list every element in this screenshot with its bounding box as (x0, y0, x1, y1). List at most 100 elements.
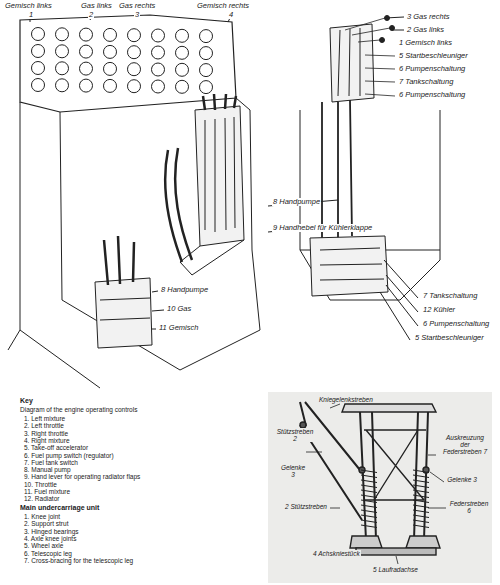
spring-coil (361, 470, 377, 473)
spring-coil (361, 520, 377, 523)
key-item: 8. Manual pump (24, 466, 71, 473)
key-item: 3. Hinged bearings (24, 528, 79, 535)
instrument-dial (104, 45, 117, 58)
drawing-stroke (330, 24, 374, 102)
instrument-dial (104, 28, 117, 41)
drawing-stroke (20, 15, 236, 112)
part-label: 10 Gas (166, 305, 192, 313)
key-item: 1. Left mixture (24, 415, 65, 422)
spring-coil (361, 505, 377, 508)
part-label: 6 Pumpenschaltung (398, 65, 466, 73)
spring-coil (361, 475, 377, 478)
part-label: 7 Tankschaltung (398, 78, 454, 86)
spring-coil (361, 495, 377, 498)
part-label: 5 Startbeschleuniger (414, 334, 485, 342)
part-label: Gemisch rechts (196, 2, 250, 10)
instrument-dial (200, 47, 213, 60)
spring-coil (361, 510, 377, 513)
spring-coil (413, 480, 429, 483)
part-label: 8 Handpumpe (272, 198, 321, 206)
instrument-dial (152, 63, 165, 76)
spring-coil (413, 505, 429, 508)
spring-coil (413, 490, 429, 493)
drawing-stroke (360, 412, 428, 540)
instrument-dial (200, 30, 213, 43)
photo-ground (268, 392, 492, 583)
instrument-dial (32, 28, 45, 41)
drawing-stroke (165, 148, 192, 262)
spring-coil (413, 500, 429, 503)
undercarriage-drawing (300, 402, 446, 564)
part-label: Gas rechts (118, 2, 156, 10)
instrument-dial (152, 80, 165, 93)
part-label: 4 (228, 11, 234, 19)
instrument-dial (80, 28, 93, 41)
figure-label: Gelenke 3 (444, 476, 480, 483)
part-label: 1 Gemisch links (398, 39, 453, 47)
drawing-stroke (203, 94, 236, 110)
figure-label: Gelenke 3 (278, 464, 308, 478)
key-item: 9. Hand lever for operating radiator fla… (24, 473, 140, 480)
spring-coil (413, 495, 429, 498)
instrument-dial (56, 62, 69, 75)
figure-label: Kniegelenkstreben (318, 396, 374, 403)
instrument-dial (152, 46, 165, 59)
instrument-dial (176, 80, 189, 93)
key-heading: Main undercarriage unit (20, 504, 99, 512)
figure-label: 2 Stützstreben (284, 503, 328, 510)
spring-coil (413, 485, 429, 488)
key-item: 5. Take-off accelerator (24, 444, 88, 451)
instrument-dial (176, 46, 189, 59)
instrument-dial (104, 79, 117, 92)
spring-coil (413, 520, 429, 523)
figure-label: Federstreben 6 (448, 500, 490, 514)
key-item: 1. Knee joint (24, 513, 60, 520)
instrument-dial (104, 62, 117, 75)
part-label: 6 Pumpenschaltung (422, 320, 490, 328)
instrument-dial (128, 63, 141, 76)
drawing-stroke (195, 106, 244, 246)
instrument-dial (32, 45, 45, 58)
instrument-dial (32, 62, 45, 75)
instrument-dial (128, 46, 141, 59)
instrument-dial (32, 79, 45, 92)
key-item: 12. Radiator (24, 495, 59, 502)
part-label: 3 Gas rechts (406, 13, 451, 21)
instrument-dial (200, 81, 213, 94)
cockpit-drawing (8, 15, 260, 388)
figure-label: 4 Achskniestück (312, 550, 361, 557)
instrument-dial (56, 28, 69, 41)
drawing-stroke (32, 28, 213, 94)
part-label: 11 Gemisch (158, 324, 199, 332)
part-label: 8 Handpumpe (160, 286, 209, 294)
instrument-dial (56, 79, 69, 92)
spring-coil (361, 485, 377, 488)
instrument-dial (80, 45, 93, 58)
key-item: 6. Fuel pump switch (regulator) (24, 452, 114, 459)
drawing-stroke (356, 548, 436, 555)
drawing-stroke (350, 536, 440, 548)
drawing-stroke (380, 38, 385, 43)
spring-coil (361, 500, 377, 503)
key-item: 2. Left throttle (24, 422, 64, 429)
spring-coil (413, 470, 429, 473)
key-item: 4. Right mixture (24, 437, 70, 444)
drawing-stroke (345, 18, 395, 96)
instrument-dial (80, 79, 93, 92)
part-label: 2 (88, 11, 94, 19)
figure-label: Auskreuzung der Federstreben 7 (440, 434, 490, 455)
drawing-stroke (310, 236, 388, 296)
spring-coil (413, 525, 429, 528)
spring-coil (361, 490, 377, 493)
key-item: 4. Axle knee joints (24, 535, 76, 542)
instrument-dial (176, 63, 189, 76)
key-item: 7. Fuel tank switch (24, 459, 78, 466)
drawing-stroke (100, 298, 150, 320)
spring-coil (413, 515, 429, 518)
drawing-stroke (361, 470, 429, 528)
part-label: 1 (28, 11, 34, 19)
drawing-stroke (338, 28, 360, 96)
key-item: 2. Support strut (24, 520, 68, 527)
spring-coil (413, 510, 429, 513)
figure-label: Stützstreben 2 (274, 428, 316, 442)
